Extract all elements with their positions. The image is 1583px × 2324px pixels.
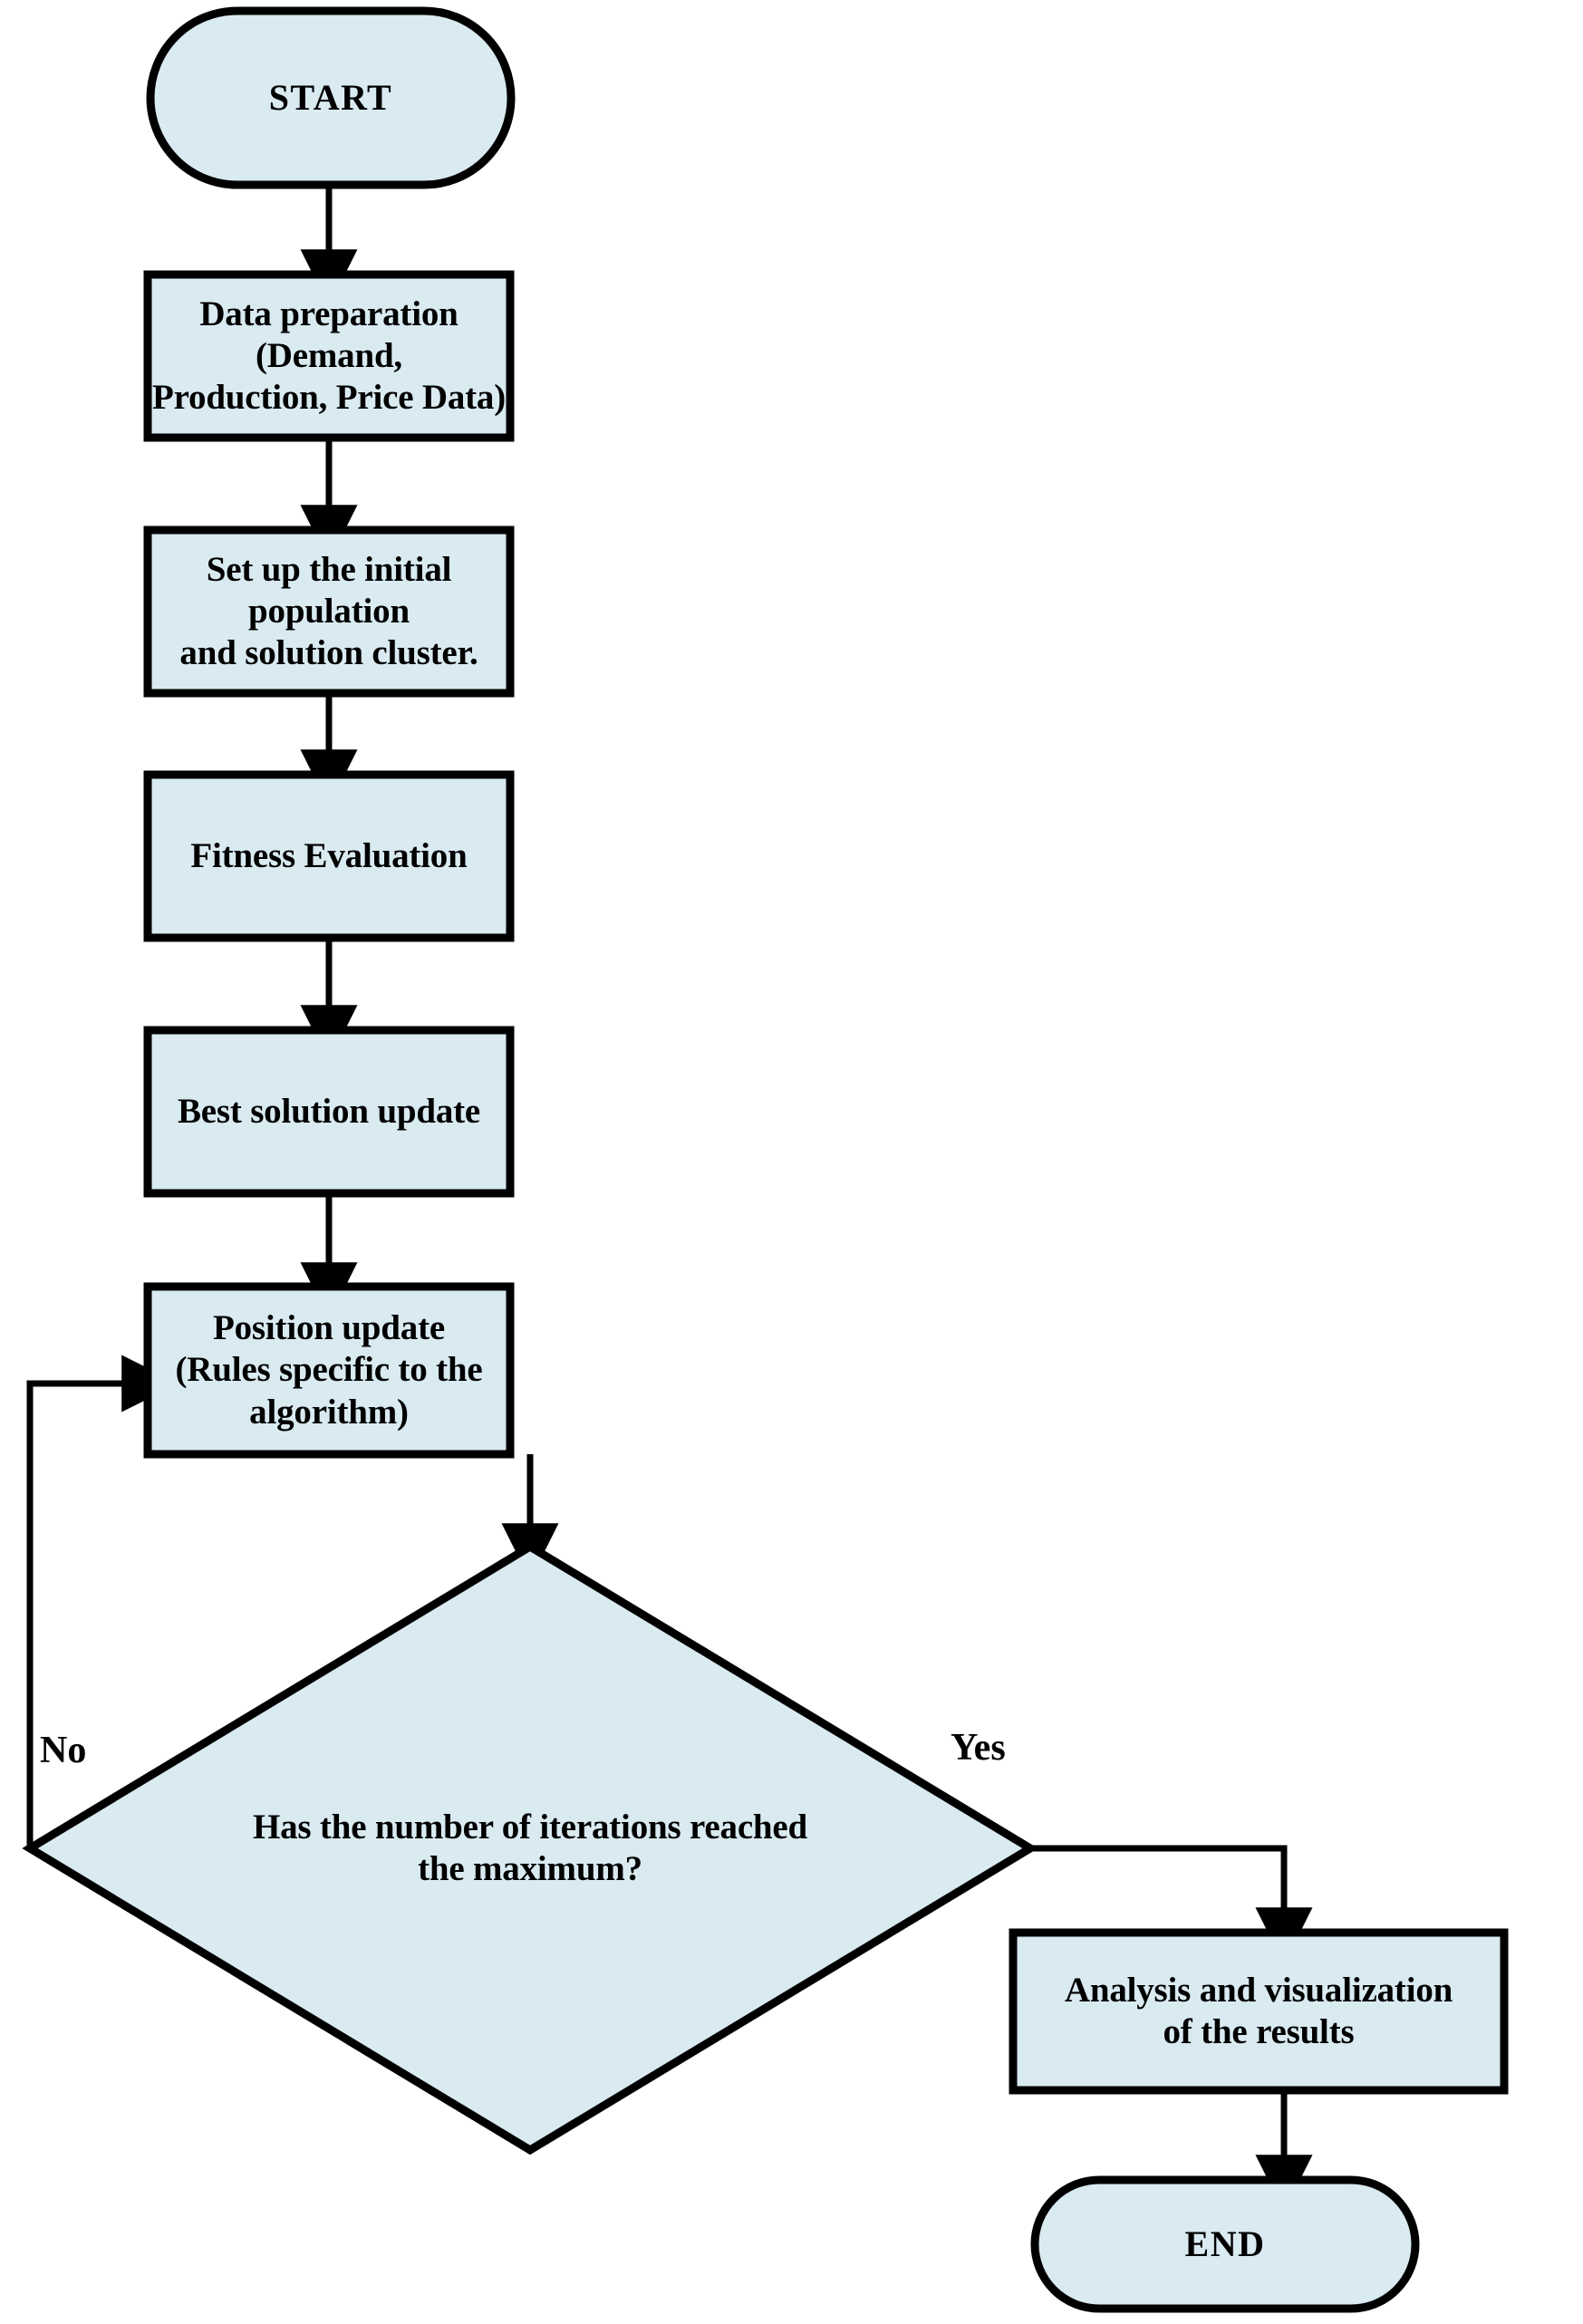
node-fitness-evaluation-shape[interactable]	[143, 770, 515, 942]
node-position-update-shape[interactable]	[143, 1282, 515, 1459]
node-analysis-visualization-shape[interactable]	[1009, 1928, 1509, 2095]
edge-label-yes: Yes	[951, 1727, 1006, 1769]
edge-decision-no-loopback	[26, 1355, 179, 1848]
edge-decision-yes-to-analysis	[1030, 1845, 1313, 1965]
node-initial-population-shape[interactable]	[143, 526, 515, 698]
node-best-solution-update-shape[interactable]	[143, 1026, 515, 1198]
node-end-shape[interactable]	[1030, 2175, 1420, 2313]
edge-label-no: No	[40, 1730, 87, 1771]
node-max-iterations-decision-shape[interactable]	[22, 1541, 1038, 2155]
node-start-shape[interactable]	[146, 6, 516, 189]
node-data-preparation-shape[interactable]	[143, 270, 515, 442]
